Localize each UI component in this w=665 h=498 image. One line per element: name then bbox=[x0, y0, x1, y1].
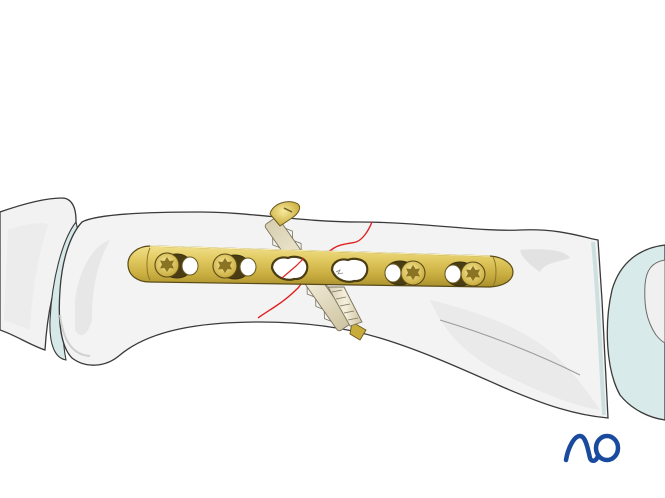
plate-hole-4-empty bbox=[330, 257, 369, 283]
proximal-bone bbox=[0, 197, 77, 351]
plate-hole-1-screw bbox=[154, 252, 199, 279]
plate-hole-6-screw bbox=[444, 261, 486, 287]
bone-plate bbox=[127, 245, 514, 288]
plate-hole-5-screw bbox=[384, 260, 426, 286]
plate-hole-2-screw bbox=[212, 253, 257, 280]
plate-hole-3-empty bbox=[270, 255, 309, 281]
lag-screw-lower-segment bbox=[327, 286, 363, 327]
ao-logo: AO bbox=[562, 430, 622, 466]
distal-bone bbox=[606, 244, 665, 421]
